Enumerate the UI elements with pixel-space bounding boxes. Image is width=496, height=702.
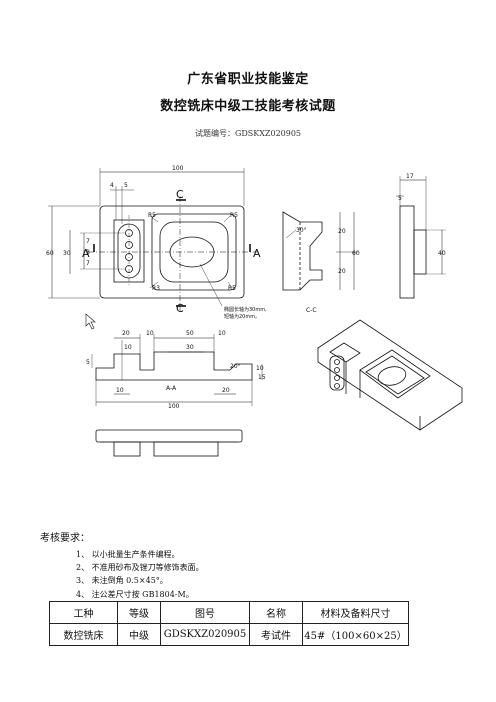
- cursor-icon: [85, 313, 96, 330]
- aa-dim-20b: 20: [222, 387, 230, 394]
- dim-5: 5: [124, 182, 128, 189]
- requirement-item: 4、 注公差尺寸按 GB1804-M。: [76, 589, 194, 599]
- table-row: 数控铣床 中级 GDSKXZ020905 考试件 45#（100×60×25）: [49, 623, 409, 646]
- exam-number: 试题编号：GDSKXZ020905: [194, 129, 302, 138]
- dim-7b: 7: [86, 260, 90, 267]
- cc-dim-60: 60: [352, 250, 360, 257]
- rv-dim-5: 5: [398, 195, 402, 202]
- label-r5a: R5: [148, 212, 156, 219]
- header-drawing-no: 图号: [160, 601, 250, 624]
- aa-dim-10a: 10: [146, 330, 154, 337]
- view-aa-label: A-A: [166, 385, 177, 392]
- technical-drawing: 100 4 5 60 30 7 8 7 R5 R5 R5 R3 椭圆长轴为30m…: [46, 165, 463, 457]
- dim-top-100: 100: [172, 165, 184, 172]
- note-line-1: 椭圆长轴为30mm,: [224, 306, 267, 313]
- requirement-item: 1、 以小批量生产条件编程。: [76, 550, 180, 559]
- section-c-c-view: [282, 211, 358, 291]
- header-material: 材料及备料尺寸: [302, 601, 409, 624]
- aa-dim-20: 20: [122, 330, 130, 337]
- aa-dim-10e: 10: [116, 387, 124, 394]
- section-c-bottom: C: [176, 302, 184, 315]
- dim-left-60: 60: [46, 250, 54, 257]
- document-title: 广东省职业技能鉴定: [187, 72, 309, 87]
- dim-30: 30: [63, 250, 71, 257]
- dim-7a: 7: [86, 238, 90, 245]
- document-subtitle: 数控铣床中级工技能考核试题: [160, 99, 336, 114]
- rv-dim-17: 17: [406, 173, 414, 180]
- section-a-a-view: [91, 334, 263, 406]
- aa-dim-10b: 10: [218, 330, 226, 337]
- isometric-view: [317, 319, 463, 431]
- rv-dim-40: 40: [438, 250, 446, 257]
- label-r3: R3: [152, 285, 160, 292]
- label-r5b: R5: [230, 212, 238, 219]
- cc-angle: 30°: [296, 227, 307, 234]
- requirements-heading: 考核要求：: [40, 533, 90, 544]
- dim-4: 4: [110, 182, 114, 189]
- aa-dim-20deg: 20°: [230, 363, 241, 370]
- dim-8: 8: [86, 249, 90, 256]
- aa-dim-50: 50: [186, 330, 194, 337]
- requirement-item: 3、 未注倒角 0.5×45°。: [76, 576, 168, 586]
- info-table: 工种 等级 图号 名称 材料及备料尺寸 数控铣床 中级 GDSKXZ020905…: [49, 601, 409, 646]
- cell-material: 45#（100×60×25）: [302, 623, 409, 646]
- view-cc-label: C-C: [306, 307, 317, 314]
- header-name: 名称: [249, 601, 303, 624]
- cell-trade: 数控铣床: [49, 623, 118, 646]
- aa-dim-5: 5: [86, 359, 90, 366]
- aa-dim-100: 100: [168, 403, 180, 410]
- cell-name: 考试件: [249, 623, 303, 646]
- cc-dim-20a: 20: [338, 228, 346, 235]
- section-a-right: A: [253, 247, 261, 260]
- bottom-view: [95, 429, 243, 457]
- aa-dim-10c: 10: [124, 344, 132, 351]
- label-r5c: R5: [228, 285, 236, 292]
- aa-dim-15: 15: [258, 374, 266, 381]
- section-a-left: A: [82, 247, 90, 260]
- section-c-top: C: [176, 188, 184, 201]
- header-level: 等级: [117, 601, 161, 624]
- aa-dim-10d: 10: [256, 365, 264, 372]
- header-trade: 工种: [49, 601, 118, 624]
- table-header-row: 工种 等级 图号 名称 材料及备料尺寸: [49, 601, 409, 624]
- right-view: [396, 176, 446, 299]
- cell-level: 中级: [117, 623, 161, 646]
- aa-dim-30: 30: [186, 344, 194, 351]
- front-view: [48, 168, 258, 312]
- cell-drawing-no: GDSKXZ020905: [160, 623, 250, 646]
- requirement-item: 2、 不准用砂布及锉刀等修饰表面。: [76, 563, 204, 573]
- requirements-list: 1、 以小批量生产条件编程。 2、 不准用砂布及锉刀等修饰表面。 3、 未注倒角…: [76, 548, 204, 601]
- note-line-2: 短轴为20mm。: [224, 313, 260, 320]
- cc-dim-20b: 20: [338, 268, 346, 275]
